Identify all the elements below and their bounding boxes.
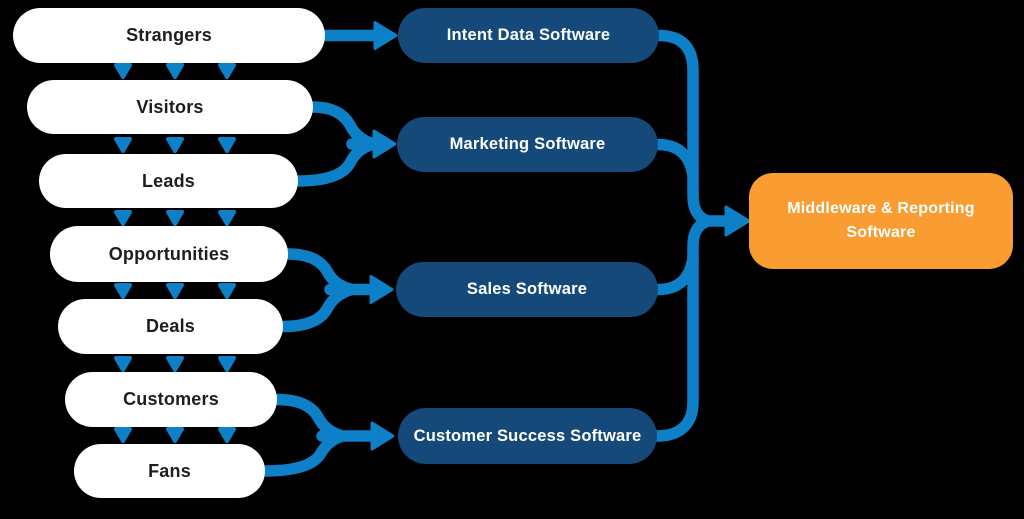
connector-software-to-middleware (651, 29, 751, 442)
connector-customers-fans-to-customer-success (259, 393, 395, 477)
funnel-node-fans: Fans (74, 444, 265, 498)
arrowhead-icon (373, 21, 398, 50)
arrowhead-icon (370, 421, 395, 451)
output-node-label-line1: Middleware & Reporting (787, 200, 975, 217)
funnel-step-down-arrows-icon (114, 63, 236, 443)
funnel-node-customers: Customers (65, 372, 277, 427)
software-node-customer-success: Customer Success Software (398, 408, 657, 464)
arrowhead-icon (369, 275, 394, 304)
funnel-node-visitors: Visitors (27, 80, 313, 134)
output-node-label-line2: Software (846, 224, 916, 241)
arrowhead-icon (372, 129, 397, 159)
connector-opportunities-deals-to-sales (277, 248, 394, 333)
software-node-intent-data: Intent Data Software (398, 8, 659, 63)
funnel-node-strangers: Strangers (13, 8, 325, 63)
funnel-node-deals: Deals (58, 299, 283, 354)
software-node-sales: Sales Software (396, 262, 658, 317)
software-node-marketing: Marketing Software (397, 117, 658, 172)
connector-visitors-leads-to-marketing (292, 101, 397, 187)
output-node-middleware-reporting: Middleware & Reporting Software (749, 173, 1013, 269)
funnel-node-opportunities: Opportunities (50, 226, 288, 282)
arrowhead-icon (724, 205, 751, 237)
funnel-node-leads: Leads (39, 154, 298, 208)
connector-strangers-to-intent-data (319, 21, 398, 50)
